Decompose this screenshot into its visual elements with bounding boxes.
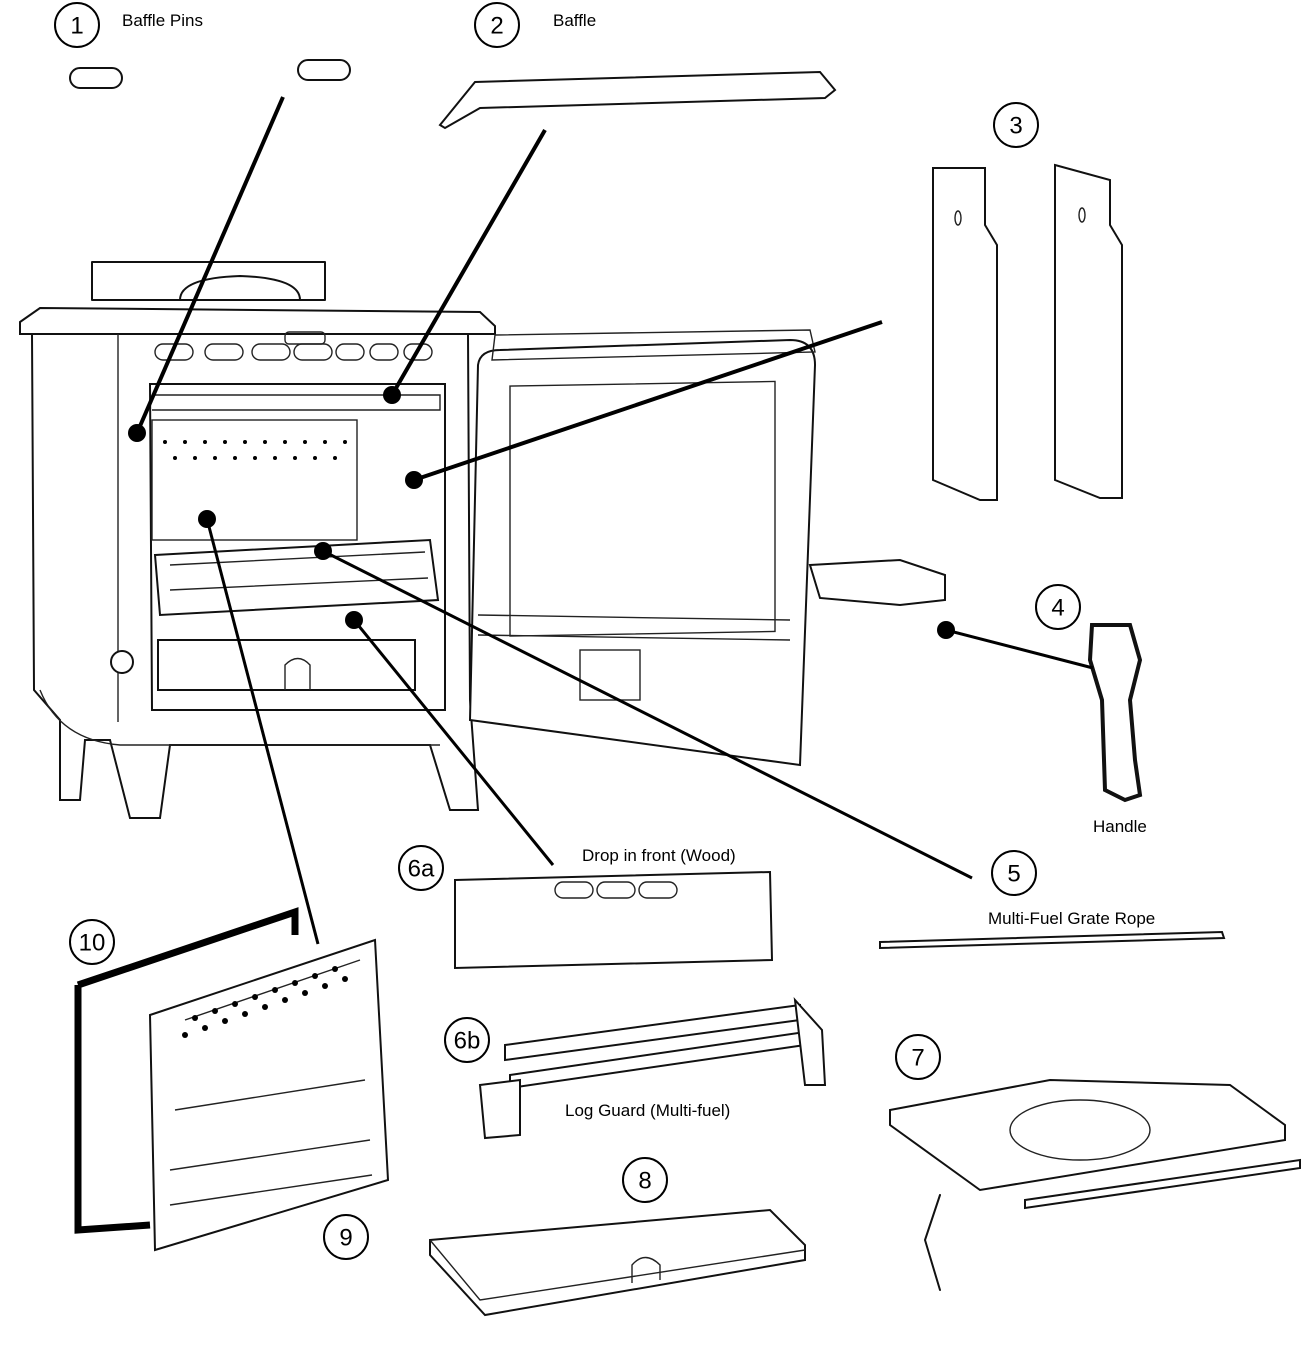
callout-6a: 6a — [398, 845, 444, 891]
svg-text:2: 2 — [490, 13, 503, 40]
baffle-pins-drawing — [69, 59, 351, 89]
svg-text:8: 8 — [638, 1168, 651, 1195]
callout-3: 3 — [993, 102, 1039, 148]
svg-text:9: 9 — [339, 1225, 352, 1252]
svg-text:7: 7 — [911, 1045, 924, 1072]
svg-text:1: 1 — [70, 13, 83, 40]
label-grate-rope: Multi-Fuel Grate Rope — [988, 909, 1155, 928]
label-handle: Handle — [1093, 817, 1147, 836]
label-drop-in-front: Drop in front (Wood) — [582, 846, 736, 865]
handle-drawing — [1087, 623, 1143, 803]
stove-door-drawing — [468, 329, 946, 767]
callout-5: 5 — [991, 850, 1037, 896]
svg-text:3: 3 — [1009, 113, 1022, 140]
label-baffle: Baffle — [553, 11, 596, 30]
drop-in-front-drawing — [454, 870, 774, 970]
callout-10: 10 — [69, 919, 115, 965]
callout-1: 1 — [54, 2, 100, 48]
grate-drawing — [889, 1078, 1301, 1291]
callout-4: 4 — [1035, 584, 1081, 630]
leader-lines — [128, 96, 1094, 945]
svg-text:6a: 6a — [408, 856, 435, 883]
callout-6b: 6b — [444, 1017, 490, 1063]
side-bricks-drawing — [932, 163, 1123, 501]
svg-text:4: 4 — [1051, 595, 1064, 622]
log-guard-drawing — [478, 996, 827, 1140]
callout-7: 7 — [895, 1034, 941, 1080]
door-glass-seal-drawing — [74, 907, 299, 1234]
callout-8: 8 — [622, 1157, 668, 1203]
label-baffle-pins: Baffle Pins — [122, 11, 203, 30]
back-fire-brick-drawing — [148, 938, 390, 1252]
grate-rope-drawing — [879, 930, 1226, 950]
svg-text:10: 10 — [79, 930, 106, 957]
svg-text:6b: 6b — [454, 1028, 481, 1055]
stove-body-drawing — [19, 261, 496, 819]
callout-2: 2 — [474, 2, 520, 48]
callout-9: 9 — [323, 1214, 369, 1260]
ashpan-drawing — [429, 1208, 806, 1317]
label-log-guard: Log Guard (Multi-fuel) — [565, 1101, 730, 1120]
baffle-drawing — [438, 70, 837, 130]
svg-text:5: 5 — [1007, 861, 1020, 888]
